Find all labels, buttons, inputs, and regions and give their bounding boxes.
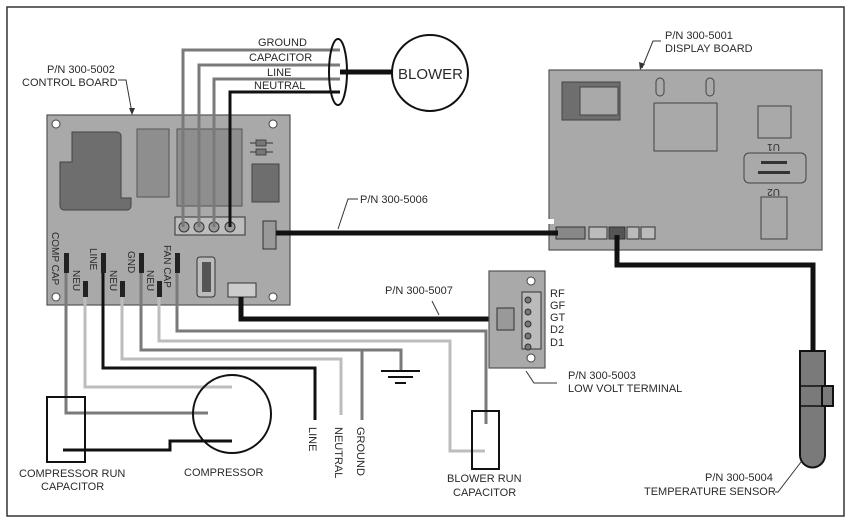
blower-label: BLOWER: [398, 66, 463, 83]
compressor-label: COMPRESSOR: [184, 467, 264, 479]
compressor-run-capacitor-label-2: CAPACITOR: [41, 481, 104, 493]
temperature-sensor-leader: [775, 461, 802, 493]
power-lead-line: LINE: [306, 427, 318, 451]
compressor-run-capacitor[interactable]: [46, 396, 86, 463]
power-lead-neutral: NEUTRAL: [332, 427, 344, 478]
low-volt-cable-part-number: P/N 300-5007: [385, 285, 453, 297]
wire-fan-cap: [175, 273, 488, 424]
display-board[interactable]: [548, 69, 823, 251]
wire-label-line: LINE: [267, 67, 291, 79]
wire-line: [212, 77, 340, 227]
terminal-neu-2: NEU: [107, 270, 118, 291]
temperature-sensor-label: TEMPERATURE SENSOR: [644, 486, 776, 498]
compressor-run-capacitor-label-1: COMPRESSOR RUN: [19, 468, 125, 480]
wire-neutral-main: [120, 297, 343, 415]
low-volt-terminal-leader: [525, 370, 557, 384]
low-volt-terminal[interactable]: [488, 270, 546, 369]
display-board-u1: U1: [767, 141, 780, 152]
terminal-gt: GT: [550, 312, 566, 324]
wire-capacitor: [197, 63, 340, 227]
display-board-part-number: P/N 300-5001: [665, 30, 733, 42]
display-board-u2: U2: [767, 186, 780, 197]
terminal-fan-cap: FAN CAP: [161, 245, 172, 288]
wire-label-ground: GROUND: [258, 37, 307, 49]
wire-ground-main: [139, 273, 403, 370]
wire-comp-cap: [64, 273, 208, 415]
display-cable-part-number: P/N 300-5006: [360, 194, 428, 206]
terminal-d1: D1: [550, 337, 564, 349]
terminal-neu-1: NEU: [70, 270, 81, 291]
wire-ground: [181, 48, 340, 227]
wire-comp-cap-return: [63, 439, 232, 452]
control-board-part-number: P/N 300-5002: [47, 64, 115, 76]
wire-label-neutral: NEUTRAL: [254, 80, 305, 92]
temperature-sensor-cable[interactable]: [614, 235, 816, 352]
low-volt-terminal-part-number: P/N 300-5003: [568, 370, 636, 382]
terminal-d2: D2: [550, 324, 564, 336]
wire-neu-compressor: [83, 297, 232, 389]
blower-motor[interactable]: [391, 34, 469, 112]
low-volt-terminal-label: LOW VOLT TERMINAL: [568, 383, 682, 395]
diagram-frame: [6, 6, 845, 517]
terminal-gf: GF: [550, 300, 566, 312]
temperature-sensor-part-number: P/N 300-5004: [705, 472, 773, 484]
display-board-label: DISPLAY BOARD: [665, 43, 753, 55]
terminal-rf: RF: [550, 288, 565, 300]
control-board-label: CONTROL BOARD: [22, 77, 118, 89]
terminal-gnd: GND: [125, 251, 136, 273]
compressor[interactable]: [192, 374, 272, 454]
wire-line-main: [101, 273, 317, 420]
wire-neu-blower-cap: [157, 297, 485, 453]
wire-neutral: [228, 90, 340, 227]
terminal-line: LINE: [87, 248, 98, 271]
terminal-neu-3: NEU: [144, 270, 155, 291]
blower-run-capacitor[interactable]: [471, 410, 500, 470]
ground-symbol-icon: [381, 370, 420, 384]
temperature-sensor[interactable]: [799, 350, 834, 469]
blower-run-capacitor-label-2: CAPACITOR: [453, 487, 516, 499]
wire-label-capacitor: CAPACITOR: [249, 52, 312, 64]
control-board[interactable]: [46, 114, 291, 306]
display-cable-leader: [337, 198, 358, 230]
control-board-leader: [118, 79, 133, 114]
low-volt-cable-300-5007[interactable]: [238, 297, 497, 322]
low-volt-cable-leader: [431, 300, 440, 316]
power-lead-ground: GROUND: [354, 427, 366, 476]
terminal-comp-cap: COMP CAP: [49, 232, 60, 285]
blower-run-capacitor-label-1: BLOWER RUN: [447, 473, 522, 485]
display-board-leader: [641, 40, 661, 69]
